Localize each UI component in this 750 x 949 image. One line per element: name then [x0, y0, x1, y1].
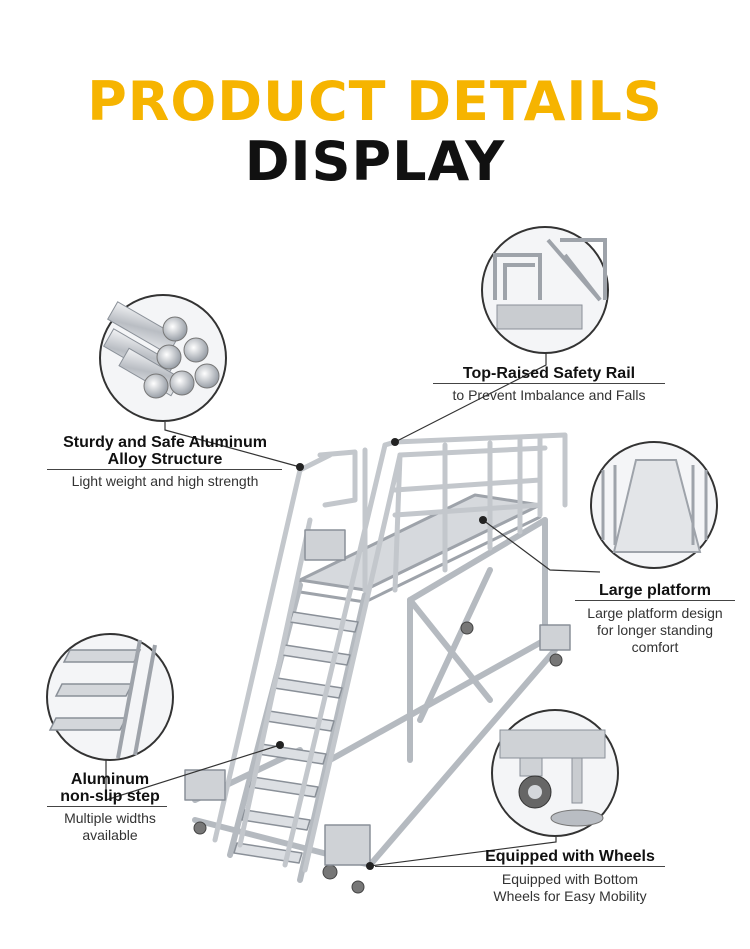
- feature-platform-title: Large platform: [598, 582, 711, 599]
- headline-product-details: PRODUCT DETAILS: [87, 70, 663, 133]
- feature-step-title-line2: non-slip step: [60, 788, 160, 805]
- feature-platform-subtitle-line2: for longer standing: [597, 622, 713, 638]
- feature-platform-subtitle-line3: comfort: [631, 639, 679, 655]
- feature-structure-title-line2: Alloy Structure: [107, 451, 223, 468]
- headline-display: DISPLAY: [244, 130, 506, 193]
- feature-step-subtitle-line2: available: [82, 827, 138, 843]
- pointer-dot-step: [276, 741, 284, 749]
- ladder-drawing: [184, 432, 571, 894]
- feature-wheels-title: Equipped with Wheels: [485, 848, 655, 865]
- pointer-dot-platform: [479, 516, 487, 524]
- rule-step: [47, 806, 167, 807]
- leader-lines: [105, 353, 601, 867]
- feature-wheels-subtitle-line2: Wheels for Easy Mobility: [493, 888, 647, 904]
- pointer-dot-wheels: [366, 862, 374, 870]
- rule-rail: [433, 383, 665, 384]
- feature-step-subtitle-line1: Multiple widths: [64, 810, 156, 826]
- feature-platform-subtitle-line1: Large platform design: [587, 605, 723, 621]
- feature-step-title-line1: Aluminum: [70, 771, 150, 788]
- detail-circle-safety-rail: [481, 226, 609, 354]
- feature-structure-subtitle: Light weight and high strength: [71, 473, 259, 489]
- detail-circle-platform: [590, 441, 718, 569]
- pointer-dot-rail: [391, 438, 399, 446]
- rule-structure: [47, 469, 282, 470]
- feature-rail-title: Top-Raised Safety Rail: [462, 365, 636, 382]
- detail-circle-aluminum-rods: [99, 294, 227, 422]
- detail-circle-wheel: [491, 709, 619, 837]
- rule-wheels: [375, 866, 665, 867]
- feature-wheels-subtitle-line1: Equipped with Bottom: [501, 871, 639, 887]
- feature-rail-subtitle: to Prevent Imbalance and Falls: [452, 387, 646, 403]
- detail-circle-steps: [46, 633, 174, 761]
- pointer-dot-structure: [296, 463, 304, 471]
- feature-structure-title-line1: Sturdy and Safe Aluminum: [63, 434, 267, 451]
- rule-platform: [575, 600, 735, 601]
